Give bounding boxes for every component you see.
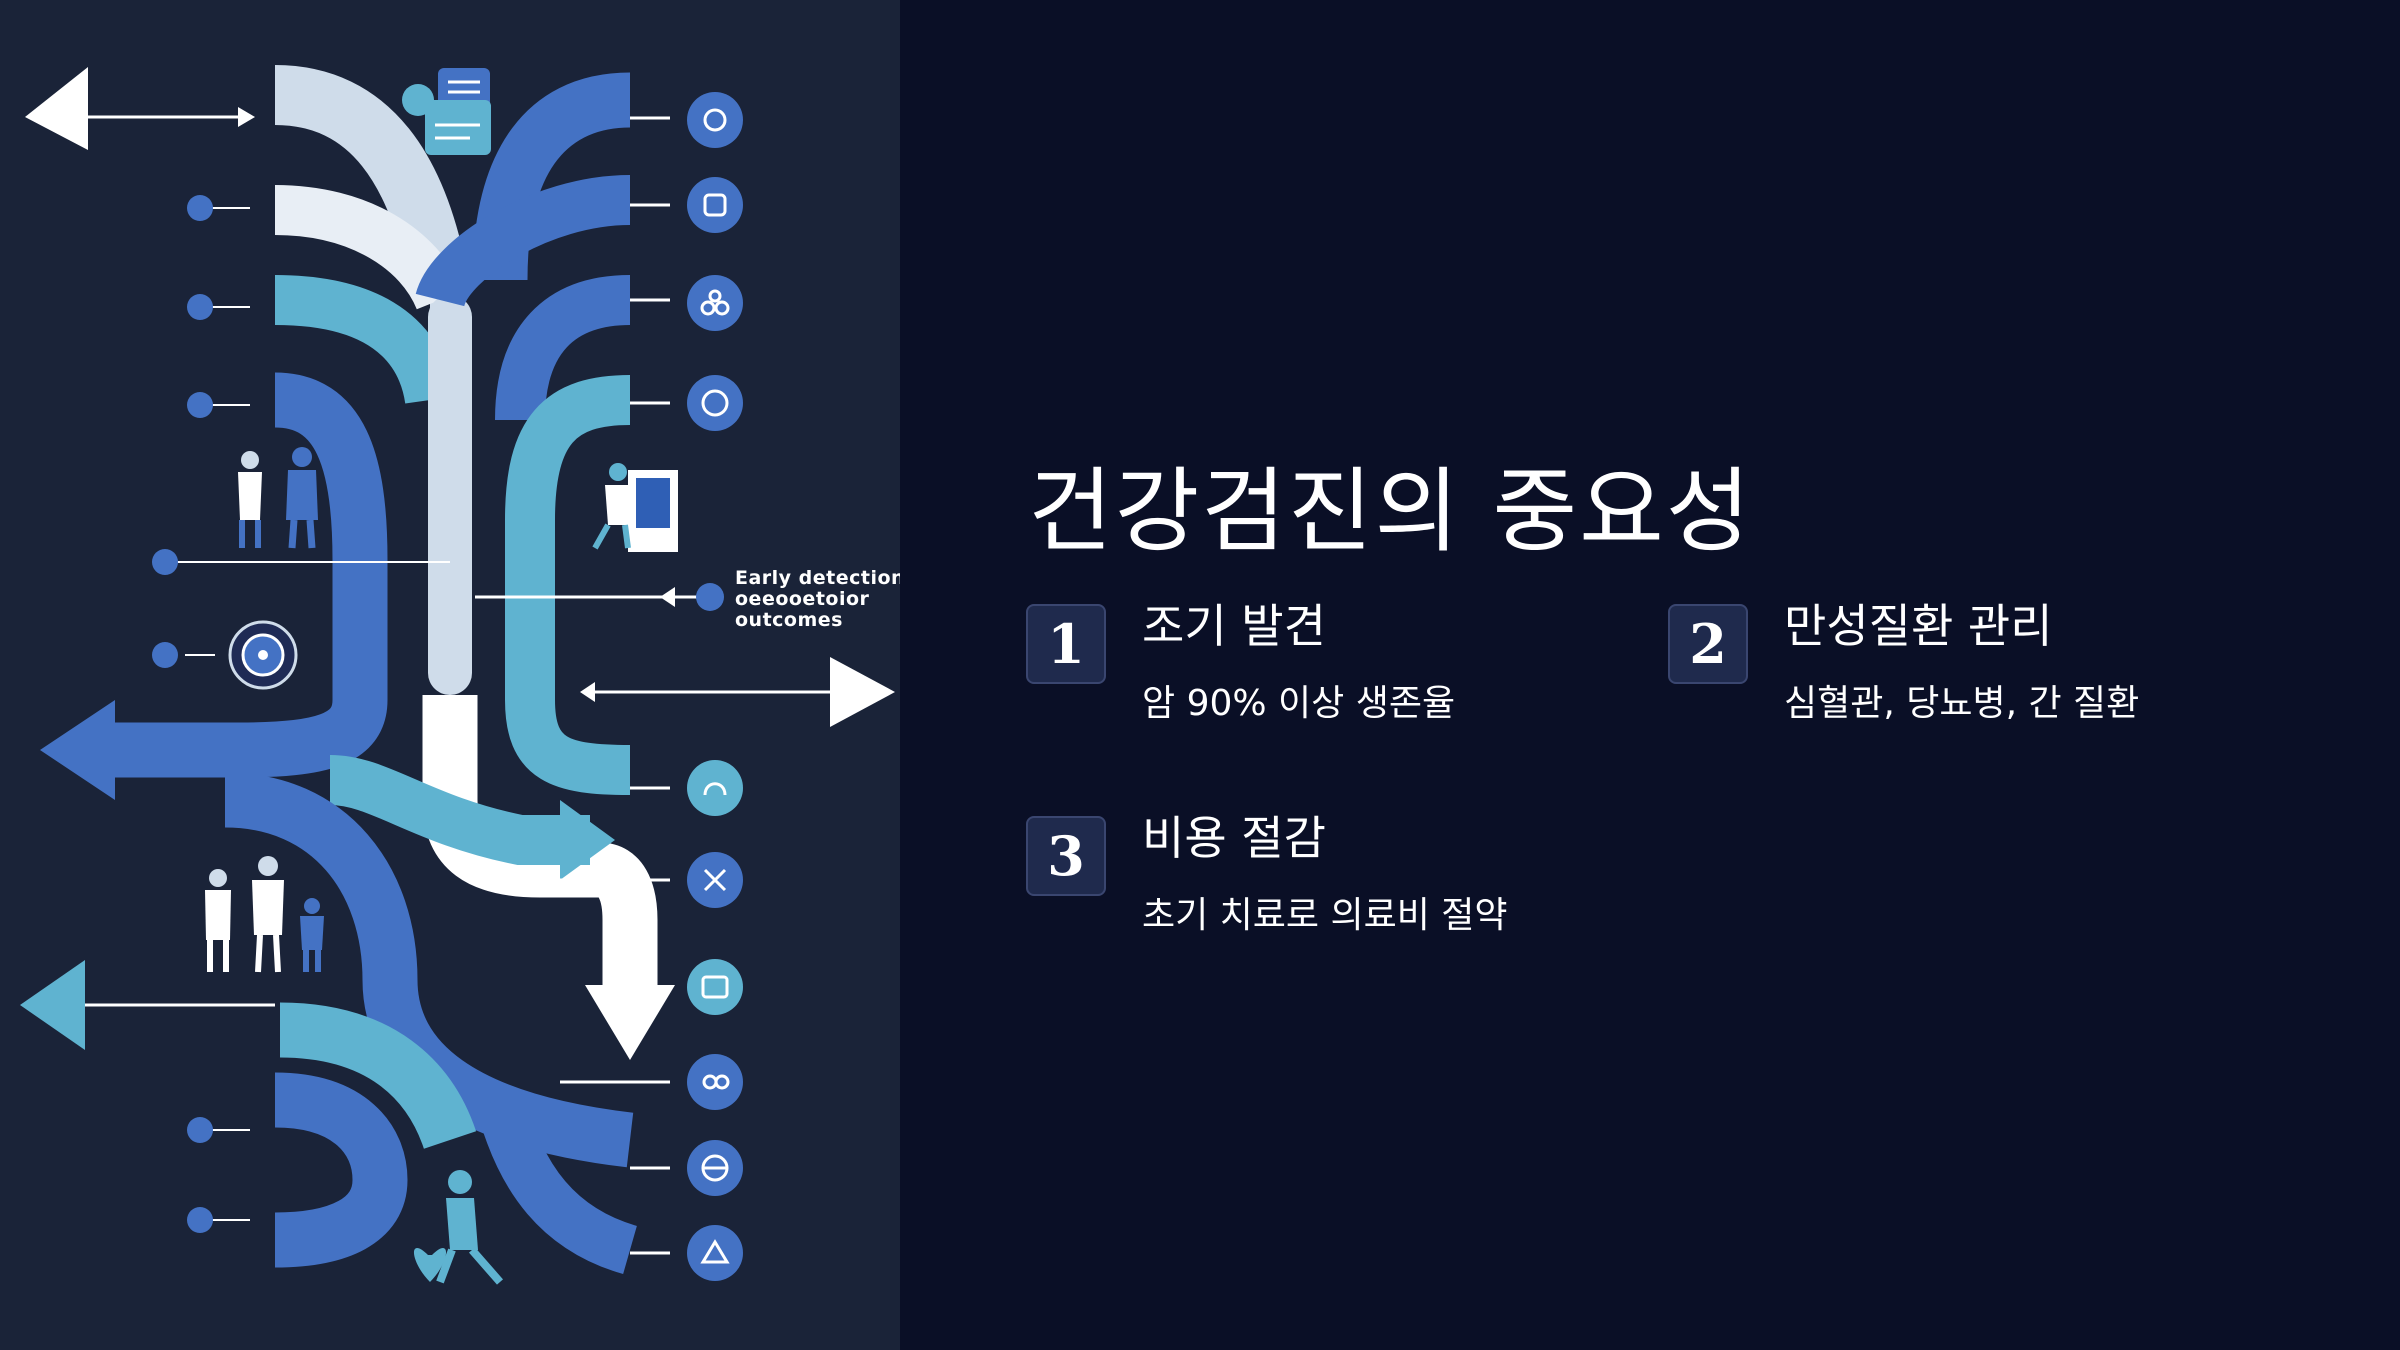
icon-circle-2: [687, 177, 743, 233]
point-heading: 비용 절감: [1142, 811, 1326, 865]
point-number-badge: 2: [1668, 604, 1748, 684]
point-heading: 조기 발견: [1142, 599, 1326, 653]
point-number-badge: 3: [1026, 816, 1106, 896]
flow-diagram-svg: [20, 65, 895, 1285]
point-number-badge: 1: [1026, 604, 1106, 684]
people-group-top-icon: [238, 447, 318, 549]
arrow-down-icon: [585, 985, 675, 1060]
doctor-monitor-icon: [592, 463, 678, 552]
people-group-bottom-icon: [205, 856, 324, 973]
icon-circle-5: [687, 760, 743, 816]
center-flow-label: Early detection oeeooetoior outcomes: [735, 567, 900, 631]
slide-title: 건강검진의 중요성: [1028, 457, 1753, 565]
document-icon: [402, 68, 491, 155]
point-heading: 만성질환 관리: [1784, 599, 2053, 653]
icon-circle-1: [687, 92, 743, 148]
patient-heart-icon: [413, 1170, 504, 1285]
icon-circle-3: [687, 275, 743, 331]
icon-circle-10: [687, 1225, 743, 1281]
arrow-left-mid-icon: [40, 700, 115, 800]
icon-circle-4: [687, 375, 743, 431]
point-description: 심혈관, 당뇨병, 간 질환: [1784, 683, 2140, 724]
healthcare-flow-illustration: Early detection oeeooetoior outcomes: [0, 0, 900, 1350]
point-description: 초기 치료로 의료비 절약: [1142, 895, 1508, 936]
arrow-left-top-icon: [25, 67, 88, 150]
arrow-right-icon: [830, 657, 895, 727]
point-description: 암 90% 이상 생존율: [1142, 683, 1456, 724]
target-icon: [228, 620, 298, 690]
icon-circle-7: [687, 959, 743, 1015]
arrow-left-bottom-icon: [20, 960, 85, 1050]
